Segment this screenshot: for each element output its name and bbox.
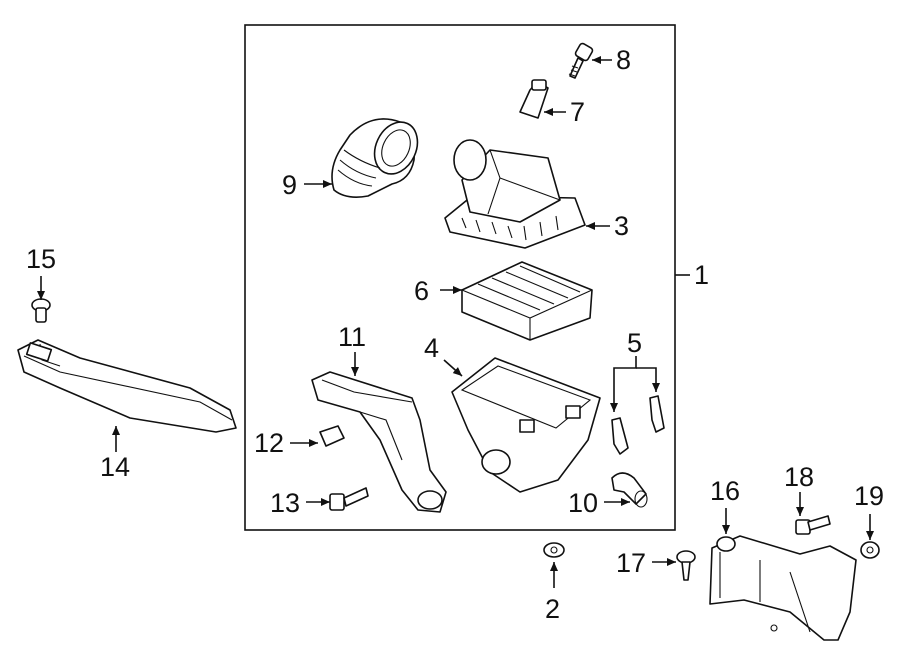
part-16-resonator [709,535,857,641]
part-6-filter [461,261,593,341]
callout-2: 2 [545,594,560,624]
leader-arrows [37,56,874,588]
part-13-bolt [329,487,369,511]
callout-12: 12 [254,428,284,458]
part-12-clip [319,425,345,447]
assembly-frame [244,24,676,531]
callout-4: 4 [424,333,439,363]
part-7-sensor [519,79,549,119]
callout-8: 8 [616,45,631,75]
part-19-nut [860,541,880,559]
part-4-lower-housing [451,357,601,493]
part-11-duct [311,371,447,513]
callout-19: 19 [854,481,884,511]
callout-13: 13 [270,488,300,518]
callout-7: 7 [570,97,585,127]
callout-5: 5 [627,328,642,358]
callout-6: 6 [414,276,429,306]
callout-9: 9 [282,170,297,200]
callout-11: 11 [338,322,366,352]
part-5-clips [611,395,665,455]
callout-1: 1 [694,260,709,290]
part-14-inlet-duct [17,339,237,433]
part-15-pin [31,298,51,323]
callout-14: 14 [100,452,130,482]
part-3-cover [444,139,586,249]
callout-18: 18 [784,462,814,492]
part-18-bolt [795,515,831,535]
callout-17: 17 [616,548,646,578]
part-17-pin [676,550,696,581]
callout-10: 10 [568,488,598,518]
callout-15: 15 [26,244,56,274]
part-9-intake-hose [331,118,419,198]
callout-16: 16 [710,476,740,506]
part-10-hose [611,472,648,508]
callout-3: 3 [614,211,629,241]
part-8-bolt [568,42,594,79]
part-2-pin [543,542,565,558]
